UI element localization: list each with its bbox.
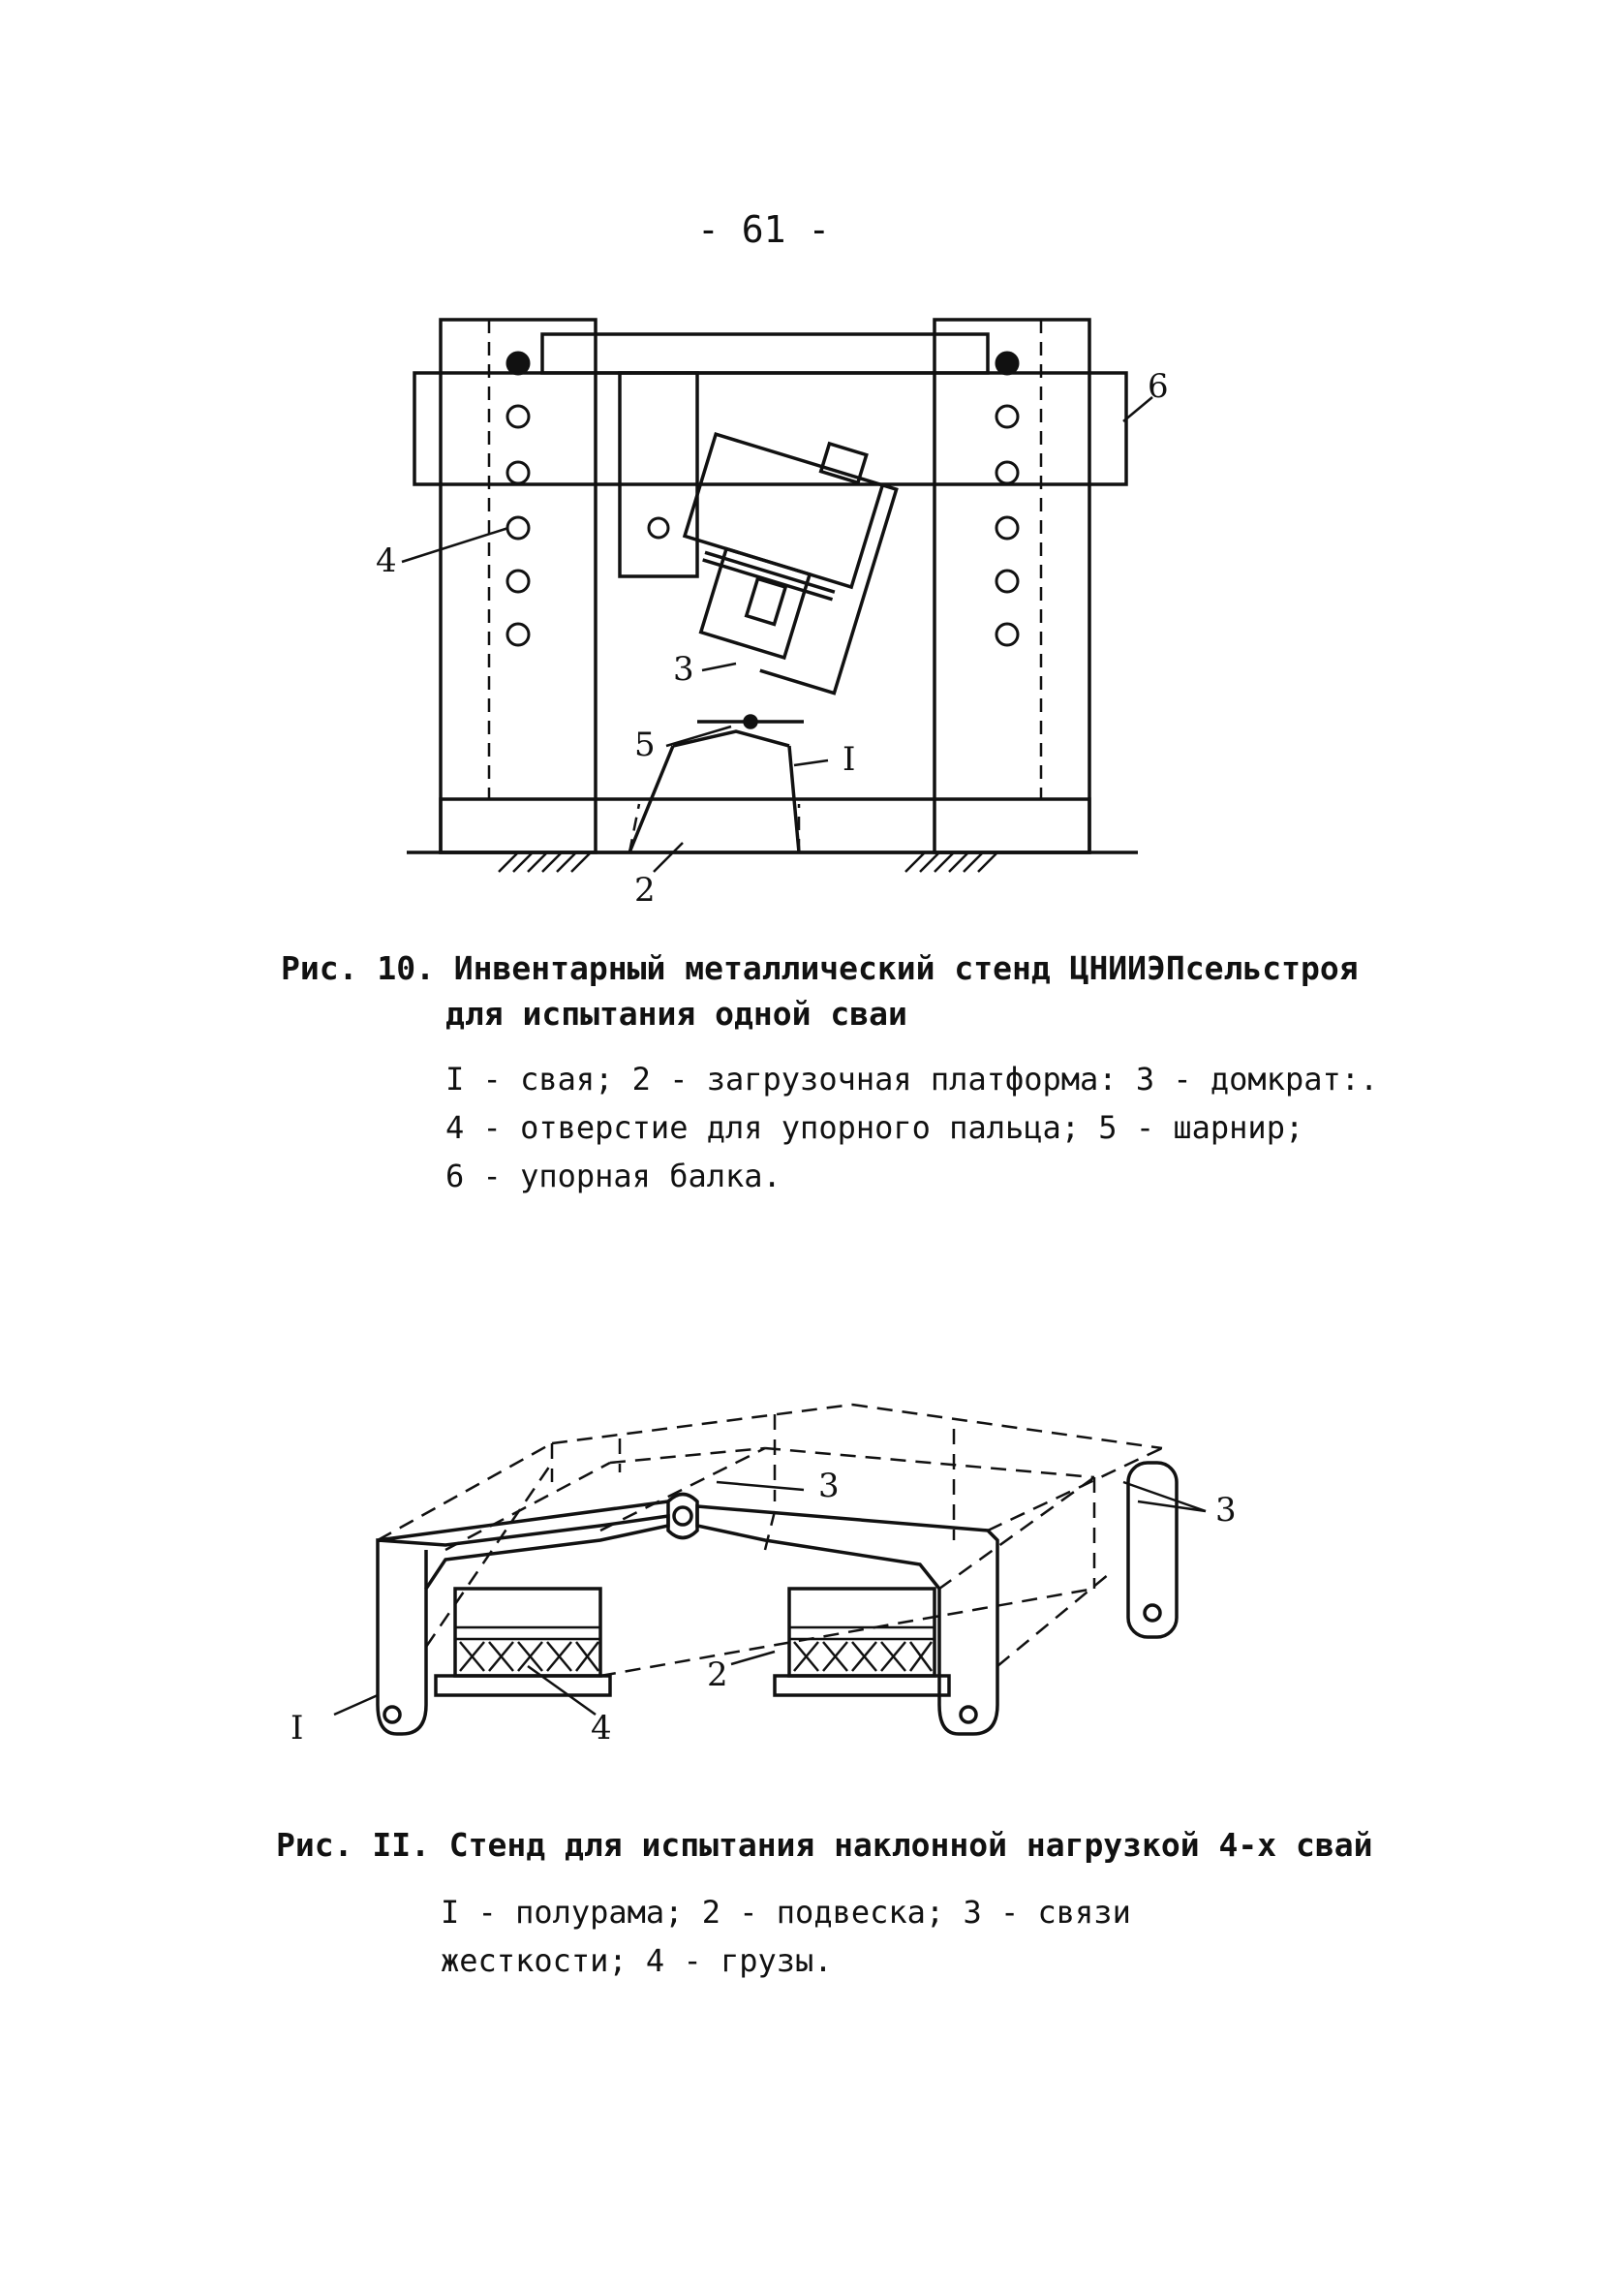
figure-10-drawing: 6 4 3 5 I 2 [376,318,1169,910]
figure-11-caption: Рис. II. Стенд для испытания наклонной н… [276,1826,1373,1864]
figure-10-caption-line-2: для испытания одной сваи [445,995,907,1033]
figure-10-legend-line-1: I - свая; 2 - загрузочная платформа: 3 -… [445,1061,1379,1098]
jack-body [698,546,812,661]
fig10-label-4: 4 [376,541,397,580]
fig11-label-3a: 3 [818,1467,840,1505]
hanging-block [618,371,699,578]
fig10-label-2: 2 [634,871,656,910]
figure-10-caption-line-1: Рис. 10. Инвентарный металлический стенд… [281,949,1359,987]
fig11-label-4: 4 [591,1709,612,1748]
stop-beam [413,371,1128,486]
fig10-label-5: 5 [634,726,656,764]
fig10-label-1: I [843,740,855,779]
fig11-label-1: I [291,1709,303,1748]
fig11-label-2: 2 [707,1655,728,1694]
fig11-label-3b: 3 [1215,1491,1237,1530]
fig10-label-6: 6 [1148,367,1169,406]
left-half-frame [376,1513,670,1736]
figure-10-legend-line-3: 6 - упорная балка. [445,1158,781,1194]
right-half-frame [695,1504,999,1736]
fig10-label-3: 3 [673,650,694,689]
figure-11-legend-line-2: жесткости; 4 - грузы. [441,1942,833,1979]
figure-11-legend-line-1: I - полурама; 2 - подвеска; 3 - связи [441,1894,1131,1931]
figure-10-legend-line-2: 4 - отверстие для упорного пальца; 5 - ш… [445,1109,1304,1146]
page-number: - 61 - [697,208,831,251]
figure-11-drawing: I 4 2 3 3 [291,1403,1237,1748]
